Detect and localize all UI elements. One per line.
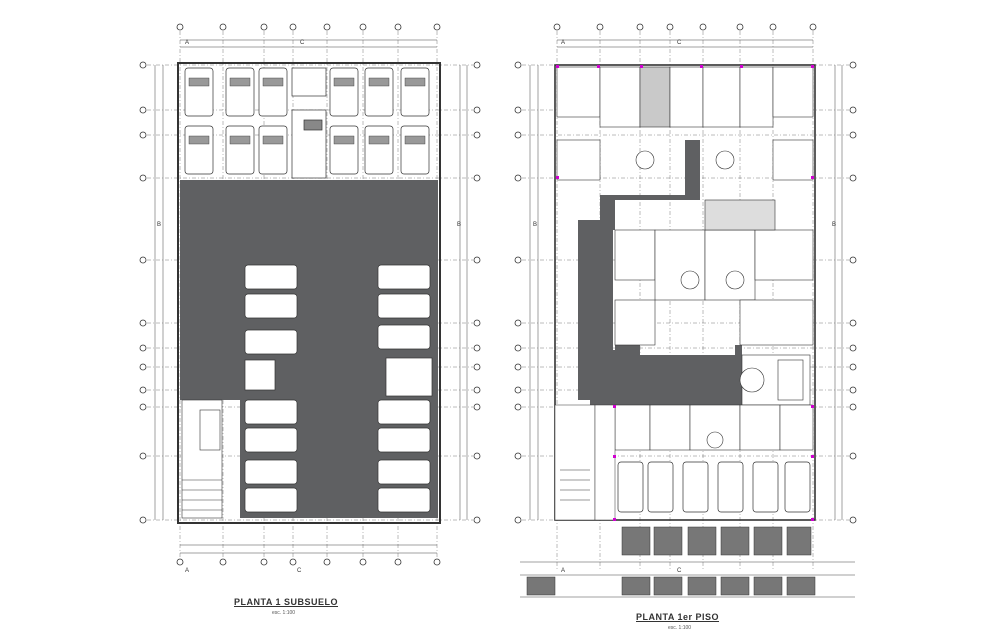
left-plan-caption: PLANTA 1 SUBSUELO: [234, 597, 339, 607]
right-top-apartments: [556, 66, 814, 181]
left-driveway: [180, 180, 438, 518]
right-plan-scale: esc. 1:100: [668, 625, 692, 631]
right-side-grid-bubbles: [514, 61, 857, 524]
left-outer-wall: [177, 62, 441, 524]
left-grid-label-c: C: [300, 40, 305, 46]
left-top-car-windshields: [188, 77, 426, 145]
right-staircase: [739, 354, 811, 406]
left-grid-label-c-bottom: C: [297, 568, 302, 574]
right-plan-caption: PLANTA 1er PISO: [636, 612, 720, 622]
left-center-parking: [244, 264, 298, 513]
left-lower-rooms: [181, 399, 223, 519]
right-lower-apartments: [614, 404, 814, 451]
right-column-markers: [556, 65, 814, 521]
left-central-core: [291, 67, 327, 179]
left-plan-scale: esc. 1:100: [272, 610, 296, 616]
left-grid-label-a: A: [185, 40, 189, 46]
left-grid-label-a-bottom: A: [185, 568, 189, 574]
left-grid-label-b-left: B: [157, 222, 161, 228]
left-top-grid-bubbles: [176, 23, 441, 566]
right-grid-label-b-right: B: [832, 222, 836, 228]
right-middle-apartments: [614, 199, 814, 346]
left-grid-label-b-right: B: [457, 222, 461, 228]
right-grid-label-c: C: [677, 40, 682, 46]
right-plan: [514, 23, 857, 598]
right-dimensions: [529, 39, 843, 520]
right-left-strip: [554, 404, 616, 521]
right-grid-label-b-left: B: [533, 222, 537, 228]
right-outer-wall: [554, 64, 816, 521]
left-side-grid-bubbles: [139, 61, 481, 524]
right-sidewalk-planters: [526, 526, 816, 596]
right-top-grid-bubbles: [553, 23, 817, 31]
right-bottom-parking: [617, 461, 811, 513]
left-right-parking: [377, 264, 433, 513]
left-dimensions: [154, 39, 468, 554]
right-grid-label-c-bottom: C: [677, 568, 682, 574]
right-sidewalk-lines: [520, 561, 855, 598]
right-grid-label-a-bottom: A: [561, 568, 565, 574]
left-plan: [139, 23, 481, 566]
right-grid-label-a: A: [561, 40, 565, 46]
